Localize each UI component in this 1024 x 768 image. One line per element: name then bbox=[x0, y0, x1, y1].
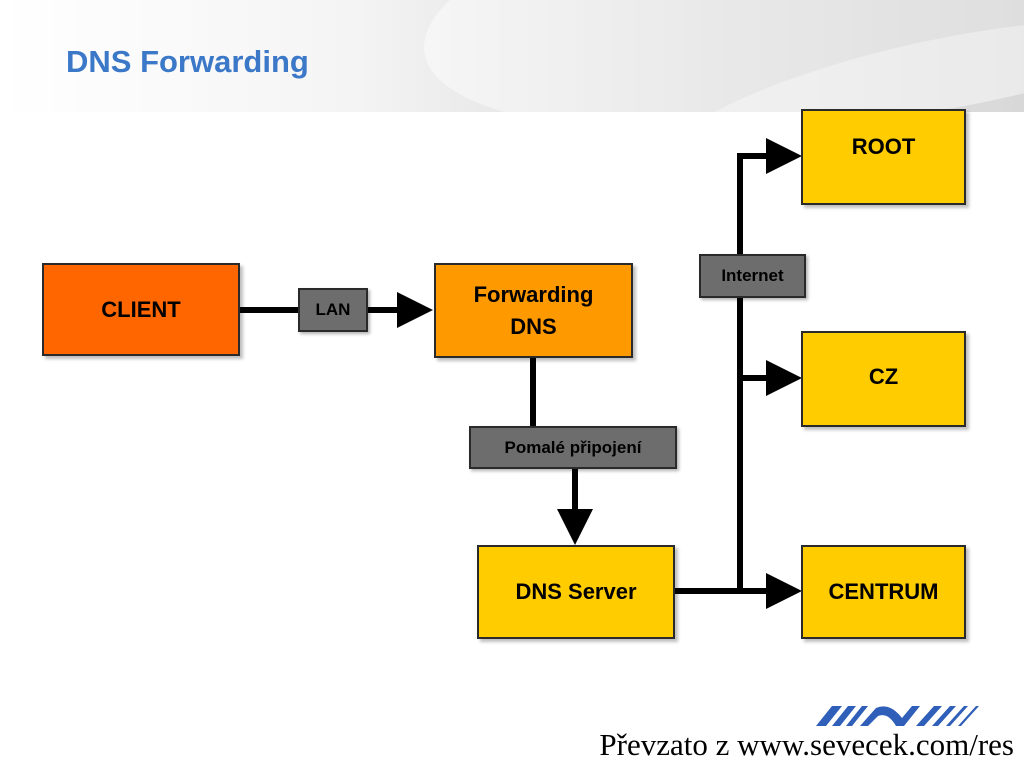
centrum-label: CENTRUM bbox=[828, 579, 939, 604]
forwarding-dns-label: Forwarding DNS bbox=[473, 281, 594, 339]
client-node: CLIENT bbox=[42, 263, 240, 356]
forwarding-dns-node: Forwarding DNS bbox=[434, 263, 633, 358]
lan-connection-label: LAN bbox=[298, 288, 368, 332]
root-node: ROOT bbox=[801, 109, 966, 205]
client-node-label: CLIENT bbox=[101, 296, 181, 322]
dns-server-node: DNS Server bbox=[477, 545, 675, 639]
slow-connection-label: Pomalé připojení bbox=[469, 426, 677, 469]
internet-connection-label: Internet bbox=[699, 254, 806, 298]
header-band bbox=[0, 0, 1024, 112]
source-credit: Převzato z www.sevecek.com/res bbox=[599, 727, 1014, 762]
dns-server-label: DNS Server bbox=[515, 579, 637, 604]
lan-label-text: LAN bbox=[315, 300, 351, 319]
cz-label: CZ bbox=[868, 364, 899, 389]
root-label: ROOT bbox=[851, 134, 916, 159]
slow-label-text: Pomalé připojení bbox=[504, 437, 642, 457]
slide-title: DNS Forwarding bbox=[66, 44, 309, 79]
centrum-node: CENTRUM bbox=[801, 545, 966, 639]
cz-node: CZ bbox=[801, 331, 966, 427]
wave-logo-icon bbox=[816, 706, 979, 726]
internet-label-text: Internet bbox=[721, 266, 784, 285]
